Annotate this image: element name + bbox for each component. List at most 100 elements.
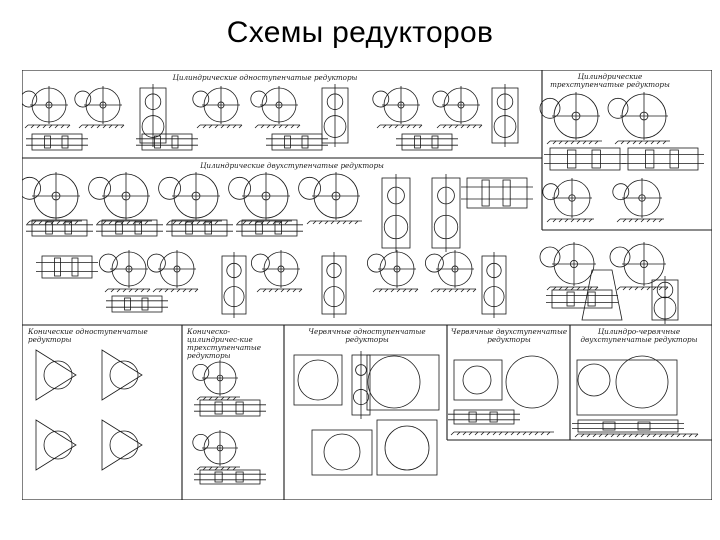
drawing-line <box>122 288 127 293</box>
drawing-line <box>272 124 277 129</box>
reducer-schemes-plate: Цилиндрические одноступенчатые редукторы… <box>22 70 712 500</box>
housing-outline <box>293 354 343 406</box>
drawing-line <box>194 288 199 293</box>
drawing-line <box>652 286 657 291</box>
gear-wheel <box>367 355 421 409</box>
housing-outline <box>637 421 651 431</box>
gear-wheel <box>250 90 268 108</box>
housing-outline <box>199 399 261 417</box>
gear-wheel <box>158 176 182 200</box>
drawing-line <box>214 124 219 129</box>
drawing-line <box>632 140 637 145</box>
housing-outline <box>502 179 511 207</box>
drawing-line <box>664 433 669 438</box>
housing-outline <box>101 219 158 237</box>
drawing-line <box>54 124 59 129</box>
drawing-line <box>460 124 465 129</box>
drawing-line <box>318 220 323 225</box>
housing-outline <box>645 149 655 169</box>
drawing-line <box>182 288 187 293</box>
gear-wheel <box>250 253 270 273</box>
drawing-line <box>552 286 557 291</box>
drawing-line <box>564 140 569 145</box>
drawing-line <box>196 220 201 225</box>
drawing-line <box>128 288 133 293</box>
drawing-line <box>248 220 253 225</box>
drawing-line <box>214 220 219 225</box>
drawing-line <box>208 124 213 129</box>
drawing-line <box>272 220 277 225</box>
gear-wheel <box>462 365 492 395</box>
housing-outline <box>61 135 69 149</box>
drawing-line <box>290 124 295 129</box>
drawing-line <box>96 220 101 225</box>
drawing-line <box>214 396 219 401</box>
drawing-line <box>176 288 181 293</box>
housing-outline <box>141 133 193 151</box>
gear-wheel <box>74 90 92 108</box>
drawing-line <box>102 220 107 225</box>
drawing-line <box>32 220 37 225</box>
drawing-line <box>558 140 563 145</box>
housing-outline <box>115 221 123 235</box>
drawing-line <box>504 431 509 436</box>
drawing-line <box>450 431 455 436</box>
housing-outline <box>45 221 53 235</box>
drawing-line <box>522 431 527 436</box>
drawing-line <box>620 140 625 145</box>
drawing-line <box>644 140 649 145</box>
drawing-line <box>232 466 237 471</box>
drawing-line <box>656 140 661 145</box>
drawing-line <box>576 140 581 145</box>
drawing-line <box>610 433 615 438</box>
drawing-line <box>646 218 651 223</box>
drawing-line <box>634 433 639 438</box>
drawing-line <box>336 220 341 225</box>
drawing-line <box>552 140 557 145</box>
drawing-line <box>546 140 551 145</box>
housing-outline <box>376 419 438 476</box>
drawing-line <box>682 433 687 438</box>
drawing-line <box>110 288 115 293</box>
housing-outline <box>274 221 282 235</box>
drawing-line <box>662 140 667 145</box>
drawing-line <box>120 124 125 129</box>
drawing-line <box>510 431 515 436</box>
housing-outline <box>134 221 142 235</box>
gear-wheel <box>539 97 561 119</box>
drawing-line <box>582 286 587 291</box>
drawing-line <box>262 288 267 293</box>
drawing-line <box>534 431 539 436</box>
drawing-line <box>384 288 389 293</box>
drawing-line <box>202 466 207 471</box>
housing-outline <box>468 411 477 423</box>
housing-outline <box>311 429 373 476</box>
drawing-line <box>36 124 41 129</box>
drawing-line <box>134 288 139 293</box>
drawing-line <box>102 124 107 129</box>
gear-wheel <box>88 176 111 200</box>
drawing-line <box>516 431 521 436</box>
drawing-line <box>376 124 381 129</box>
drawing-line <box>582 218 587 223</box>
drawing-line <box>132 220 137 225</box>
drawing-line <box>188 288 193 293</box>
housing-outline <box>124 297 131 311</box>
drawing-line <box>658 286 663 291</box>
housing-outline <box>271 133 323 151</box>
drawing-line <box>30 124 35 129</box>
drawing-line <box>454 124 459 129</box>
housing-outline <box>185 221 193 235</box>
housing-outline <box>111 295 163 313</box>
drawing-line <box>472 288 477 293</box>
drawing-line <box>146 288 151 293</box>
drawing-line <box>226 466 231 471</box>
drawing-line <box>646 433 651 438</box>
drawing-line <box>348 220 353 225</box>
drawing-line <box>634 218 639 223</box>
drawing-line <box>688 433 693 438</box>
drawing-line <box>616 433 621 438</box>
housing-outline <box>567 149 577 169</box>
drawing-line <box>588 286 593 291</box>
drawing-line <box>158 288 163 293</box>
